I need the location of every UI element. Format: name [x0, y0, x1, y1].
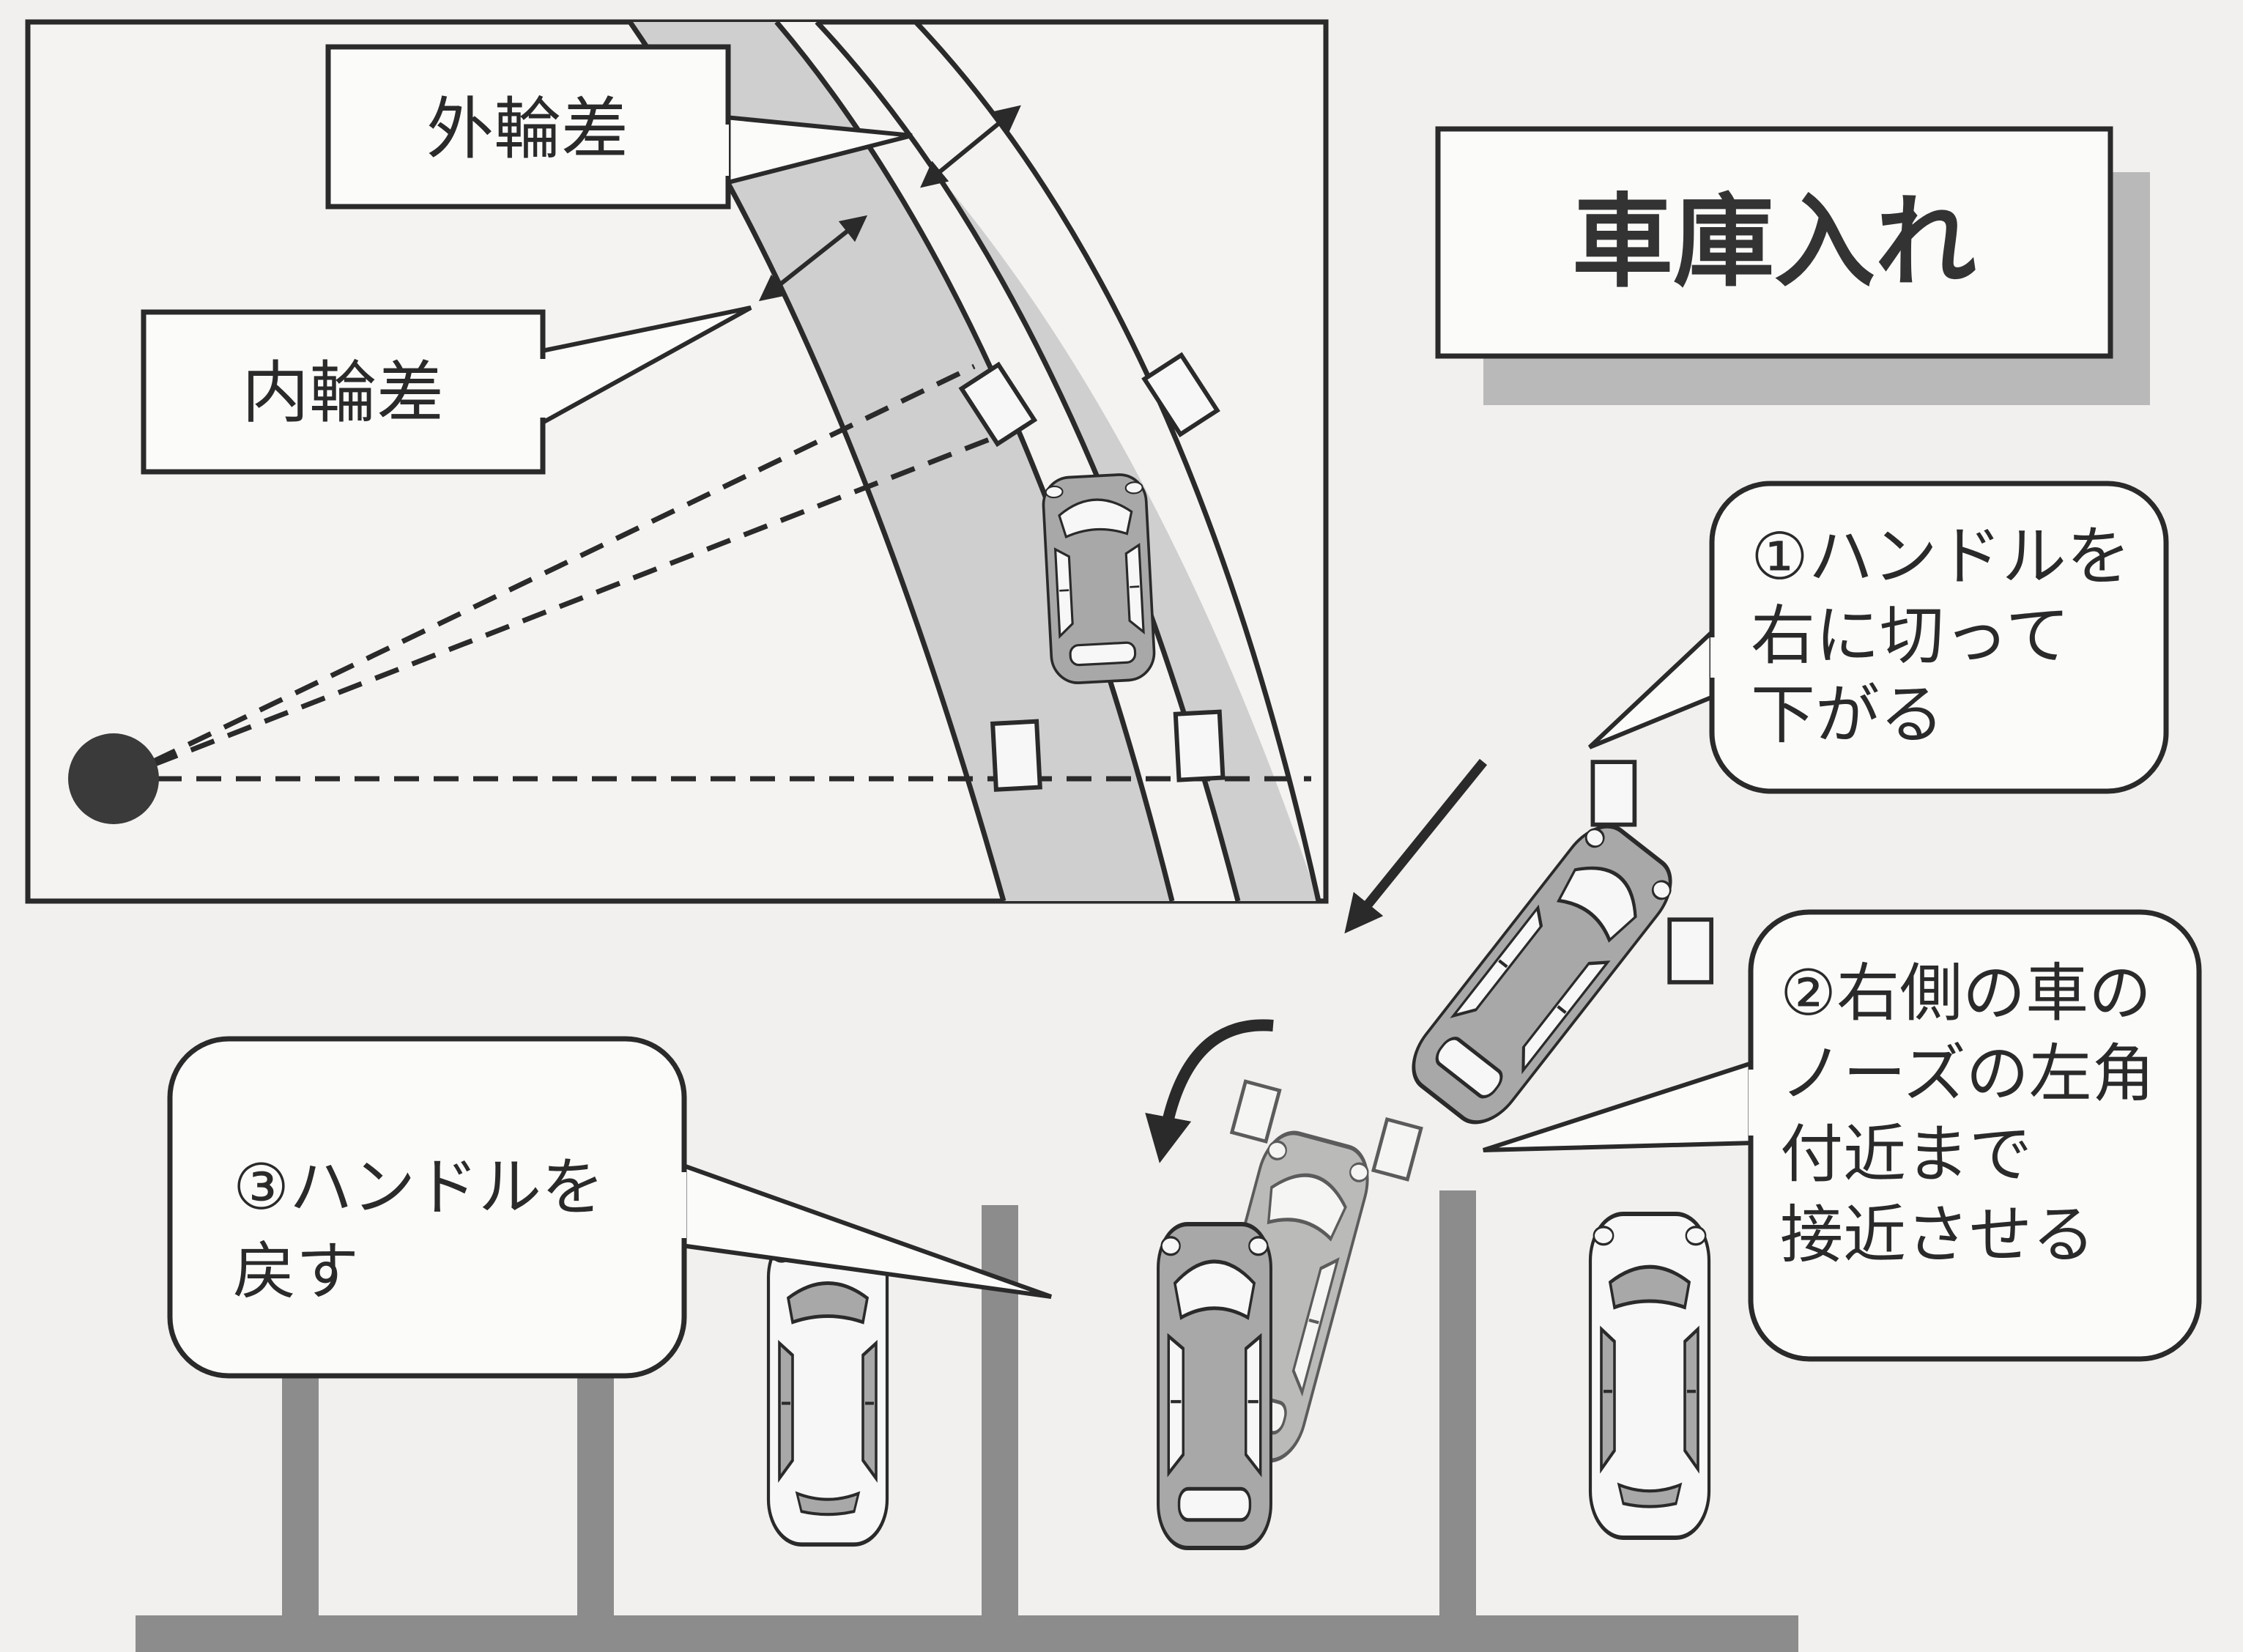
- step-3-line-1: ③ハンドルを: [233, 1151, 604, 1224]
- outer-diff-label: 外輪差: [426, 90, 629, 168]
- step-1-line-3: 下がる: [1751, 677, 1944, 752]
- curved-arrow-icon: [1145, 1019, 1274, 1163]
- post: [577, 1374, 614, 1623]
- outer-diff-arrow: [920, 105, 1021, 188]
- svg-text:②右側の車の ノーズの左角 付近まで: ②右側の車の ノーズの左角 付近まで 接近させる: [1780, 957, 2175, 1272]
- inner-diff-arrow: [758, 215, 868, 302]
- title-box: 車庫入れ: [1435, 126, 2150, 405]
- step-1-line-2: 右に切って: [1751, 598, 2070, 673]
- pivot-dot-icon: [68, 733, 159, 824]
- post: [282, 1374, 319, 1623]
- radius-lines: [116, 363, 1311, 782]
- step-2-line-4: 接近させる: [1780, 1199, 2095, 1272]
- parked-car-final: [1158, 1224, 1271, 1548]
- step-1-callout: ①ハンドルを 右に切って 下がる: [1587, 481, 2169, 794]
- svg-text:①ハンドルを 右に切って 下がる: ①ハンドルを 右に切って 下がる: [1751, 519, 2151, 752]
- step-3-callout: ③ハンドルを 戻す: [167, 1036, 1053, 1379]
- step-2-line-1: ②右側の車の: [1780, 957, 2151, 1030]
- parked-car-right: [1590, 1214, 1709, 1538]
- straight-arrow-icon: [1344, 758, 1488, 934]
- inset-panel: 外輪差 内輪差: [25, 19, 1329, 904]
- inner-diff-label: 内輪差: [242, 354, 444, 432]
- step-2-callout: ②右側の車の ノーズの左角 付近まで 接近させる: [1483, 909, 2202, 1362]
- svg-text:③ハンドルを 戻す: ③ハンドルを 戻す: [233, 1151, 624, 1308]
- parked-car-left: [768, 1232, 887, 1544]
- step-3-line-2: 戻す: [233, 1235, 359, 1308]
- divider-left: [982, 1205, 1018, 1623]
- step-2-line-2: ノーズの左角: [1780, 1037, 2155, 1111]
- step-2-line-3: 付近まで: [1780, 1118, 2032, 1191]
- page-title: 車庫入れ: [1572, 183, 1976, 301]
- parking-lot: [136, 758, 1798, 1652]
- divider-right: [1439, 1190, 1476, 1623]
- curb: [136, 1615, 1798, 1652]
- step-1-line-1: ①ハンドルを: [1751, 519, 2131, 594]
